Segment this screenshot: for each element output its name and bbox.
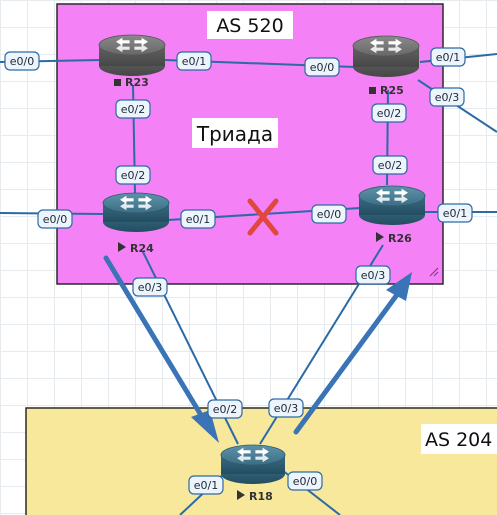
interface-label: e0/0 — [4, 51, 40, 71]
router-label-R25: R25 — [380, 84, 404, 97]
interface-label-box — [37, 209, 73, 229]
interface-label: e0/2 — [371, 103, 407, 123]
interface-label-box — [372, 155, 408, 175]
interface-label: e0/1 — [437, 203, 473, 223]
interface-label: e0/1 — [176, 51, 212, 71]
interface-label-box — [371, 103, 407, 123]
interface-label-text: e0/3 — [274, 402, 298, 415]
interface-label: e0/0 — [311, 204, 347, 224]
interface-label-text: e0/2 — [378, 159, 402, 172]
link-failure-x-icon — [247, 198, 279, 236]
triada-note: Триада — [196, 122, 273, 146]
interface-label: e0/1 — [188, 475, 224, 495]
interface-label-box — [132, 277, 168, 297]
play-triangle-icon — [237, 490, 245, 500]
router-R24[interactable] — [102, 192, 170, 232]
interface-label-text: e0/0 — [293, 475, 317, 488]
play-triangle-icon — [376, 232, 384, 242]
traffic-arrow-r24-r18 — [103, 255, 210, 428]
interface-label-text: e0/0 — [310, 61, 334, 74]
square-stop-icon — [114, 79, 121, 86]
router-label-R23: R23 — [125, 76, 149, 89]
interface-label-text: e0/1 — [186, 213, 210, 226]
interface-label: e0/3 — [355, 265, 391, 285]
router-label-R18: R18 — [249, 490, 273, 503]
interface-label-box — [311, 204, 347, 224]
traffic-arrow-r18-r26 — [293, 289, 402, 435]
note-box — [192, 118, 278, 148]
interface-label: e0/3 — [132, 277, 168, 297]
interface-label-box — [4, 51, 40, 71]
interface-label-text: e0/0 — [10, 55, 34, 68]
interface-label: e0/3 — [429, 87, 465, 107]
interface-label-text: e0/3 — [138, 281, 162, 294]
interface-label-box — [115, 165, 151, 185]
arrowhead-up-icon — [386, 272, 412, 301]
play-triangle-icon — [118, 242, 126, 252]
interface-label-box — [268, 398, 304, 418]
interface-label-box — [115, 99, 151, 119]
interface-label-box — [207, 399, 243, 419]
router-R23[interactable] — [98, 34, 166, 76]
interface-label: e0/0 — [287, 471, 323, 491]
router-R18[interactable] — [220, 444, 286, 484]
interface-label-text: e0/0 — [317, 208, 341, 221]
interface-labels: e0/0 e0/1 e0/0 e0/1 e0/3 e0/2 e0/2 e0/2 e0/2 e0/0… — [4, 47, 473, 495]
interface-label-text: e0/1 — [443, 207, 467, 220]
square-stop-icon — [369, 87, 376, 94]
interface-label-box — [176, 51, 212, 71]
interface-label-text: e0/0 — [43, 213, 67, 226]
interface-label-text: e0/2 — [213, 403, 237, 416]
interface-label: e0/1 — [430, 47, 466, 67]
interface-label-text: e0/3 — [435, 91, 459, 104]
as520-label-box — [207, 11, 293, 39]
interface-label-box — [287, 471, 323, 491]
interface-label-box — [430, 47, 466, 67]
interface-label-text: e0/1 — [194, 479, 218, 492]
interface-label: e0/2 — [115, 99, 151, 119]
interface-label-text: e0/1 — [436, 51, 460, 64]
interface-label-box — [429, 87, 465, 107]
interface-label-text: e0/2 — [121, 169, 145, 182]
interface-label: e0/2 — [115, 165, 151, 185]
router-label-R24: R24 — [130, 242, 154, 255]
router-R26[interactable] — [358, 185, 426, 225]
as520-label: AS 520 — [216, 15, 283, 37]
interface-label-box — [188, 475, 224, 495]
interface-label-box — [180, 209, 216, 229]
interface-label: e0/0 — [37, 209, 73, 229]
interface-label-box — [355, 265, 391, 285]
interface-label: e0/1 — [180, 209, 216, 229]
interface-label-text: e0/3 — [361, 269, 385, 282]
interface-label-text: e0/1 — [182, 55, 206, 68]
interface-label: e0/0 — [304, 57, 340, 77]
interface-label-text: e0/2 — [377, 107, 401, 120]
interface-label: e0/2 — [207, 399, 243, 419]
router-R25[interactable] — [352, 35, 420, 77]
interface-label-box — [437, 203, 473, 223]
interface-label: e0/2 — [372, 155, 408, 175]
as204-label: AS 204 — [425, 429, 492, 451]
as204-label-box — [421, 424, 497, 454]
interface-label-text: e0/2 — [121, 103, 145, 116]
interface-label: e0/3 — [268, 398, 304, 418]
area-resize-handle-icon — [429, 267, 439, 277]
interface-label-box — [304, 57, 340, 77]
router-label-R26: R26 — [388, 232, 412, 245]
